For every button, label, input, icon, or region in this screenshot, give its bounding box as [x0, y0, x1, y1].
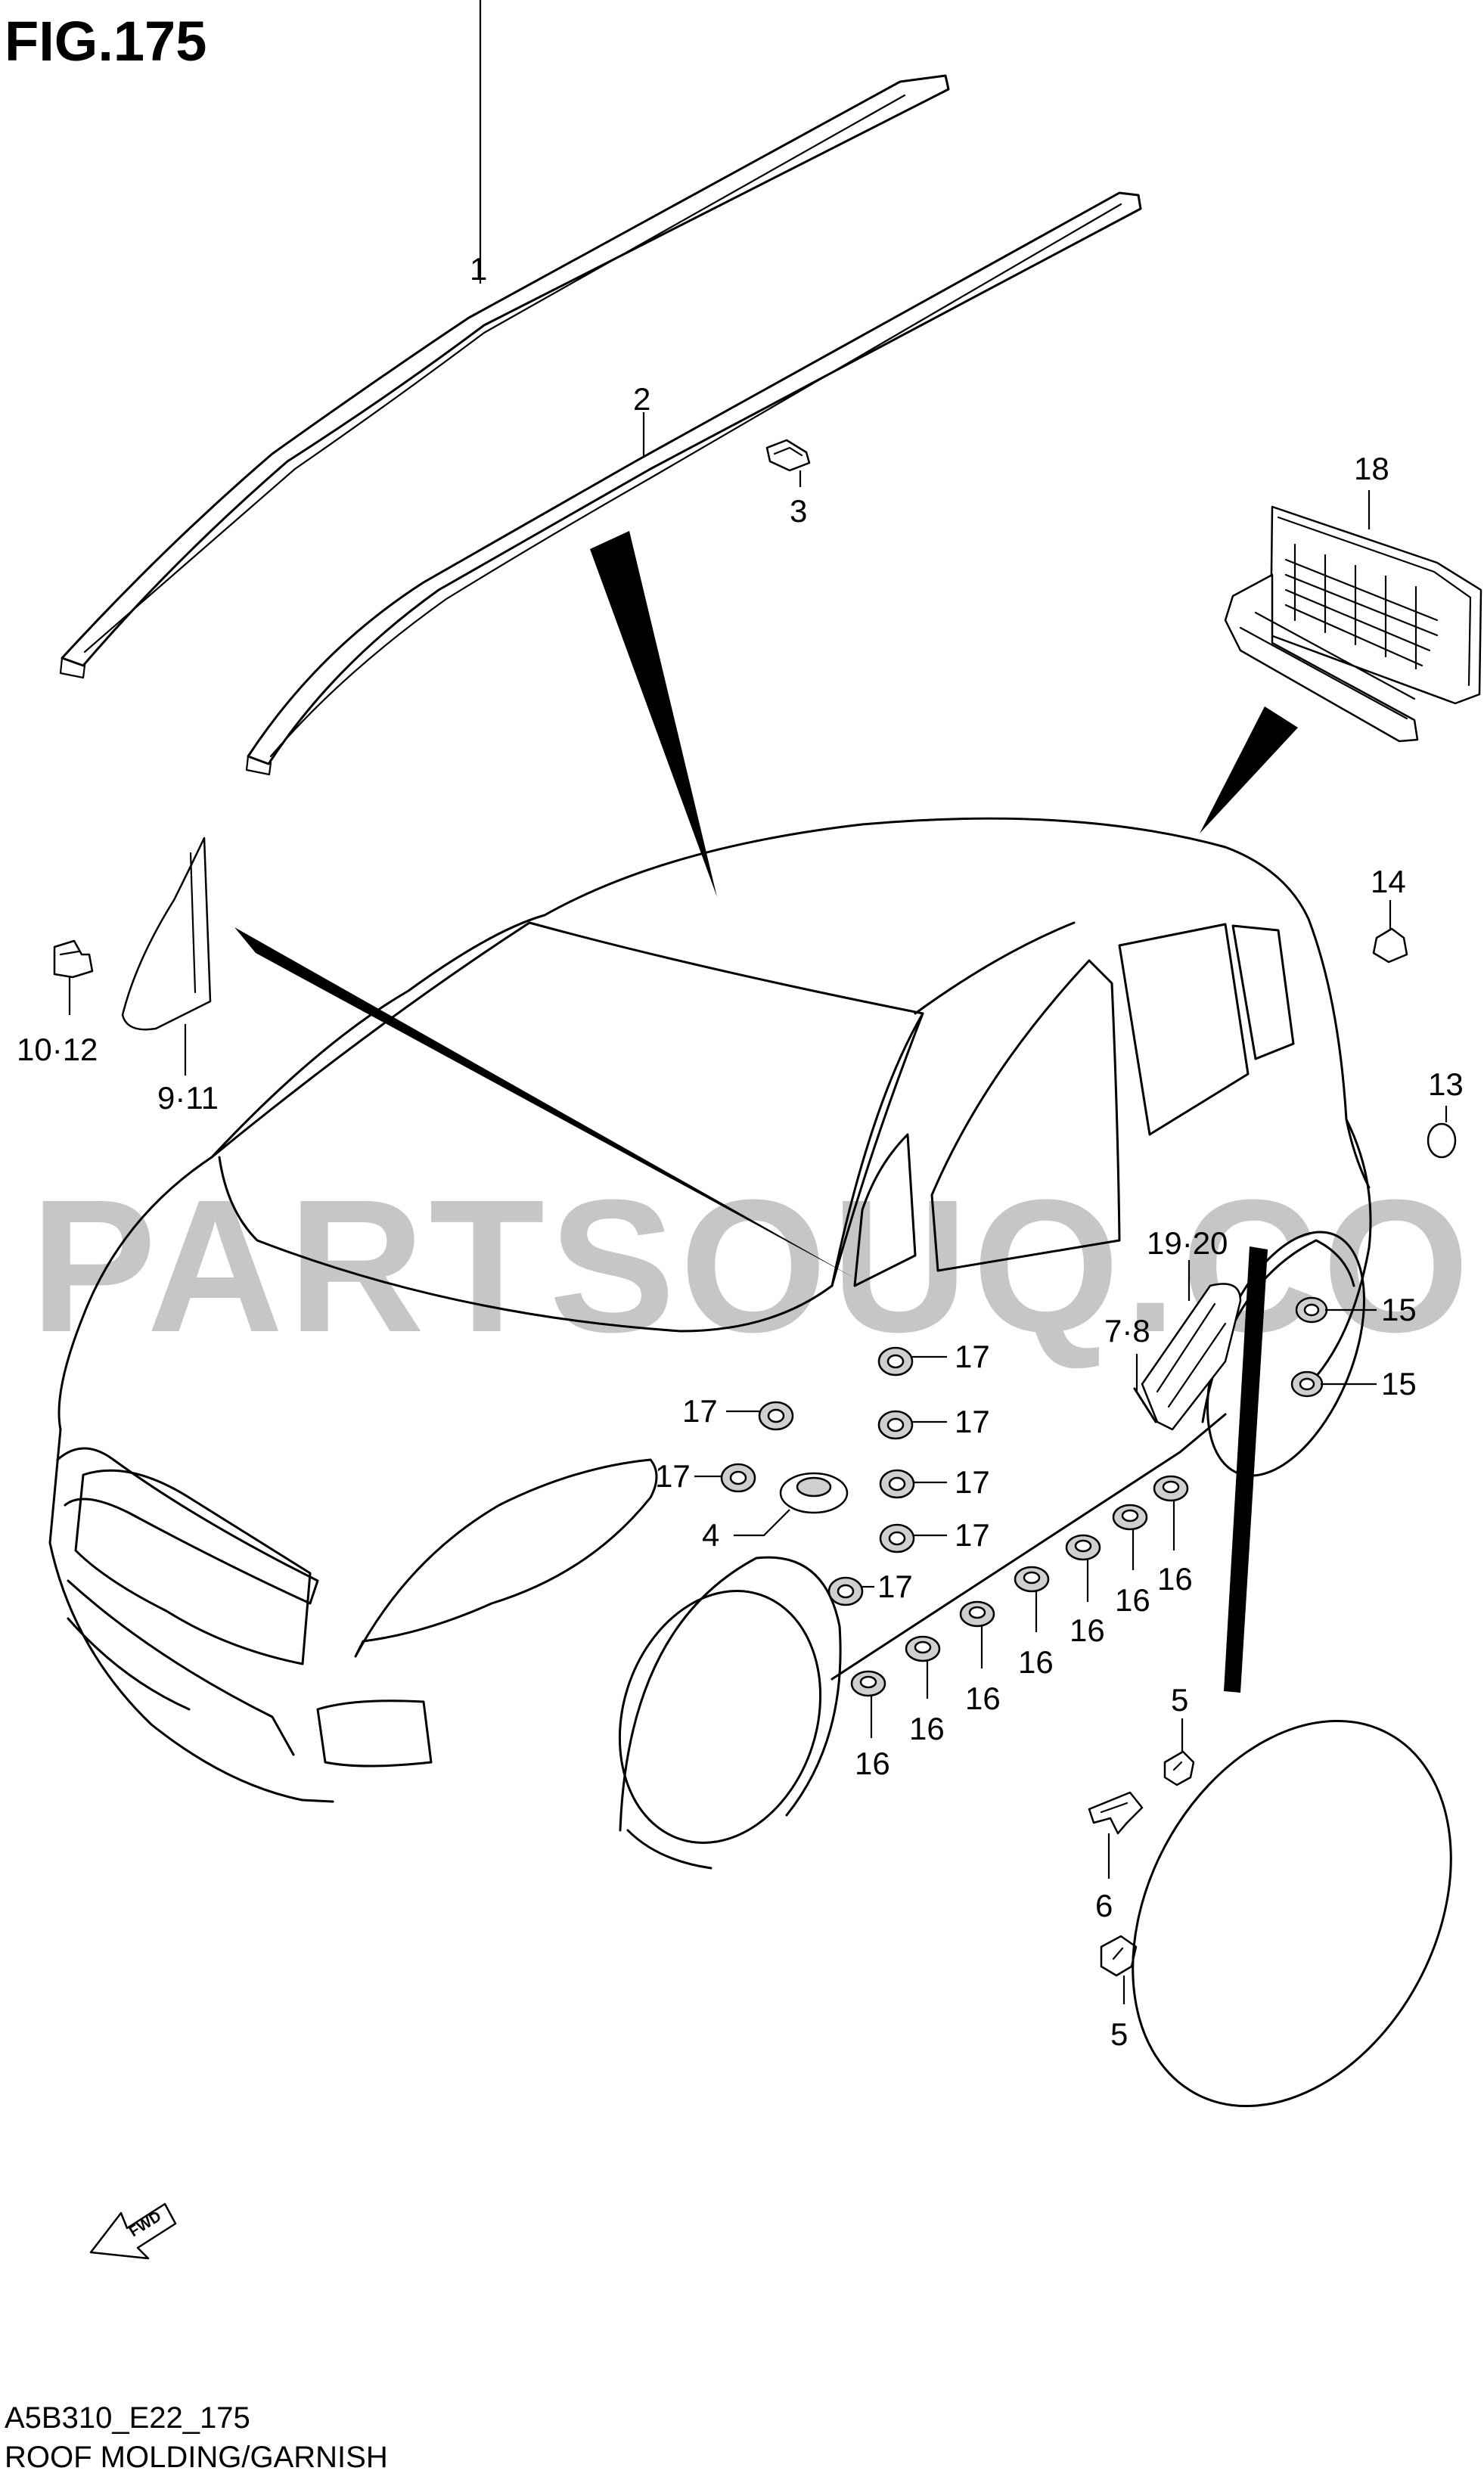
part-10-12-clip — [53, 939, 94, 1015]
part-16-clip-2 — [905, 1635, 941, 1699]
part-4-clip — [734, 1472, 849, 1537]
pointer-wedge-roof — [590, 531, 717, 897]
fuel-lid — [1132, 1719, 1452, 2108]
callout-16-5: 16 — [1070, 1612, 1105, 1648]
part-6-hinge — [1088, 1791, 1144, 1879]
callout-17-7: 17 — [877, 1569, 913, 1604]
callout-16-2: 16 — [909, 1711, 945, 1746]
vehicle-outline — [48, 817, 1372, 1870]
part-5-bumper-b — [1100, 1935, 1138, 2004]
part-16-clip-6 — [1112, 1504, 1148, 1570]
part-16-clip-3 — [959, 1600, 995, 1668]
part-17-clip-2 — [726, 1401, 794, 1431]
part-16-clip-7 — [1153, 1475, 1189, 1550]
part-2-roof-molding — [245, 191, 1142, 776]
callout-16-7: 16 — [1157, 1561, 1193, 1597]
part-17-clip-6 — [879, 1523, 947, 1553]
part-18-vent-garnish — [1224, 505, 1482, 743]
callout-19-20: 19·20 — [1147, 1225, 1228, 1261]
callout-5b: 5 — [1110, 2016, 1128, 2052]
callout-16-3: 16 — [965, 1681, 1001, 1716]
figure-title: FIG.175 — [5, 10, 206, 73]
callout-15b: 15 — [1381, 1366, 1417, 1401]
callout-17-4: 17 — [655, 1458, 691, 1494]
callout-15a: 15 — [1381, 1292, 1417, 1327]
part-17-clip-7 — [827, 1576, 874, 1606]
callout-17-6: 17 — [955, 1517, 990, 1553]
callout-10-12: 10·12 — [17, 1032, 98, 1067]
callout-2: 2 — [633, 381, 650, 417]
callout-6: 6 — [1095, 1888, 1113, 1923]
callout-18: 18 — [1354, 451, 1389, 486]
part-9-11-pillar-garnish — [121, 836, 212, 1031]
callout-17-3: 17 — [955, 1404, 990, 1439]
callout-17-1: 17 — [955, 1339, 990, 1374]
pointer-wedge-fuel-lid — [1224, 1246, 1268, 1693]
part-17-clip-5 — [879, 1469, 947, 1499]
callout-13: 13 — [1428, 1066, 1464, 1102]
pointer-wedge-pillar — [234, 927, 855, 1278]
part-17-clip-3 — [877, 1410, 947, 1440]
part-17-clip-4 — [694, 1463, 756, 1493]
callout-5a: 5 — [1171, 1682, 1188, 1718]
callout-17-5: 17 — [955, 1464, 990, 1500]
callout-4: 4 — [702, 1517, 719, 1553]
part-17-clip-1 — [877, 1346, 947, 1377]
callout-1: 1 — [470, 251, 487, 287]
part-16-clip-4 — [1014, 1566, 1050, 1632]
callout-16-6: 16 — [1115, 1582, 1150, 1618]
callout-9-11: 9·11 — [157, 1080, 219, 1116]
part-7-8-side-garnish — [1133, 1283, 1242, 1431]
callout-17-2: 17 — [682, 1393, 718, 1429]
fwd-arrow-icon: FWD — [89, 2202, 177, 2260]
part-15-grommet-a — [1295, 1296, 1377, 1324]
callout-3: 3 — [790, 493, 807, 529]
pointer-wedge-vent — [1200, 706, 1298, 833]
part-5-bumper-a — [1163, 1718, 1195, 1786]
part-1-roof-molding — [59, 74, 950, 679]
part-3-clip — [765, 439, 811, 487]
figure-caption: ROOF MOLDING/GARNISH — [5, 2441, 388, 2474]
part-16-clip-1 — [850, 1670, 886, 1738]
watermark: PARTSOUQ.COM — [30, 1160, 1484, 1371]
part-13-grommet — [1427, 1106, 1457, 1159]
part-16-clip-5 — [1065, 1534, 1101, 1602]
part-15-grommet-b — [1290, 1370, 1377, 1398]
callout-14: 14 — [1371, 864, 1406, 899]
figure-code: A5B310_E22_175 — [5, 2401, 250, 2435]
callout-16-4: 16 — [1018, 1644, 1054, 1680]
callout-16-1: 16 — [855, 1746, 890, 1781]
part-14-clip — [1372, 900, 1408, 964]
callout-7-8: 7·8 — [1104, 1313, 1150, 1349]
